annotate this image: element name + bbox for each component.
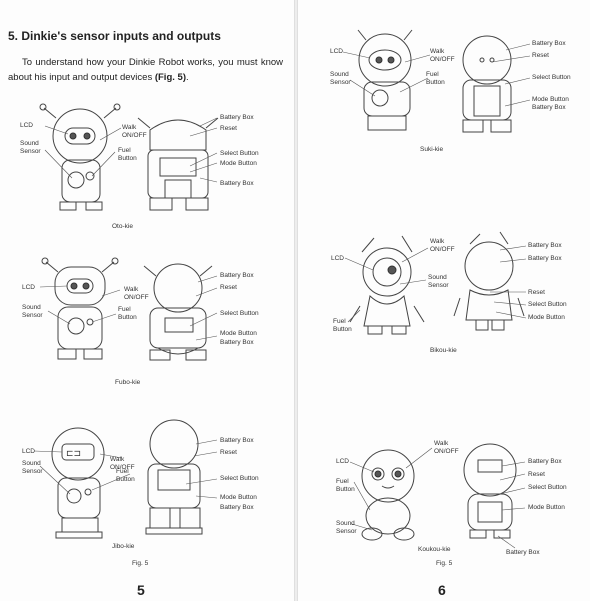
koukou-kie-mode-label: Mode Button xyxy=(528,504,565,511)
suki-kie-reset-label: Reset xyxy=(532,52,549,59)
bikou-kie-walk-label: Walk ON/OFF xyxy=(430,238,455,253)
fubo-kie-reset-label: Reset xyxy=(220,284,237,291)
koukou-kie-name: Koukou-kie xyxy=(418,546,451,553)
suki-kie-mode-label: Mode Button Battery Box xyxy=(532,96,569,111)
fubo-kie-mode-label: Mode Button xyxy=(220,330,257,337)
bikou-kie-fuel-label: Fuel Button xyxy=(333,318,352,333)
bikou-kie-reset-label: Reset xyxy=(528,289,545,296)
jibo-kie-walk-label: Walk ON/OFF xyxy=(110,456,135,471)
suki-kie-fuel-label: Fuel Button xyxy=(426,71,445,86)
oto-kie-select-label: Select Button xyxy=(220,150,259,157)
jibo-kie-select-label: Select Button xyxy=(220,475,259,482)
fubo-kie-walk-label: Walk ON/OFF xyxy=(124,286,149,301)
bikou-kie-battery-box-2-label: Battery Box xyxy=(528,255,562,262)
figure-reference: (Fig. 5) xyxy=(154,72,186,83)
suki-kie-walk-label: Walk ON/OFF xyxy=(430,48,455,63)
fubo-kie-lcd-label: LCD xyxy=(22,284,36,291)
koukou-kie-fuel-label: Fuel Button xyxy=(336,478,355,493)
bikou-kie-battery-box-1-label: Battery Box xyxy=(528,242,562,249)
oto-kie-sound-sensor-label: Sound Sensor xyxy=(20,140,41,155)
jibo-kie-battery-box-top-label: Battery Box xyxy=(220,437,254,444)
koukou-kie-battery-box-top-label: Battery Box xyxy=(528,458,562,465)
koukou-kie-walk-label: Walk ON/OFF xyxy=(434,440,459,455)
bikou-kie-sound-sensor-label: Sound Sensor xyxy=(428,274,449,289)
intro-period: . xyxy=(185,72,189,83)
jibo-kie-fuel-label: Fuel Button xyxy=(116,468,135,483)
fubo-kie-battery-box-bottom-label: Battery Box xyxy=(220,339,254,346)
koukou-kie-battery-box-bottom-label: Battery Box xyxy=(506,549,540,556)
suki-kie-sound-sensor-label: Sound Sensor xyxy=(330,71,351,86)
koukou-kie-sound-sensor-label: Sound Sensor xyxy=(336,520,357,535)
right-figure-caption: Fig. 5 xyxy=(436,560,453,567)
intro-line-2: about his input and output devices xyxy=(8,72,153,83)
oto-kie-battery-box-top-label: Battery Box xyxy=(220,114,254,121)
section-title: 5. Dinkie's sensor inputs and outputs xyxy=(8,29,221,43)
jibo-kie-sound-sensor-label: Sound Sensor xyxy=(22,460,43,475)
left-figure-caption: Fig. 5 xyxy=(132,560,149,567)
oto-kie-mode-label: Mode Button xyxy=(220,160,257,167)
suki-kie-battery-box-label: Battery Box xyxy=(532,40,566,47)
koukou-kie-lcd-label: LCD xyxy=(336,458,350,465)
oto-kie-name: Oto-kie xyxy=(112,223,133,230)
jibo-kie-reset-label: Reset xyxy=(220,449,237,456)
bikou-kie-lcd-label: LCD xyxy=(331,255,345,262)
fubo-kie-select-label: Select Button xyxy=(220,310,259,317)
jibo-kie-lcd-label: LCD xyxy=(22,448,36,455)
fubo-kie-sound-sensor-label: Sound Sensor xyxy=(22,304,43,319)
fubo-kie-battery-box-top-label: Battery Box xyxy=(220,272,254,279)
suki-kie-select-label: Select Button xyxy=(532,74,571,81)
oto-kie-walk-label: Walk ON/OFF xyxy=(122,124,147,139)
right-page xyxy=(296,0,590,601)
oto-kie-battery-box-bottom-label: Battery Box xyxy=(220,180,254,187)
jibo-kie-battery-box-bottom-label: Battery Box xyxy=(220,504,254,511)
right-page-number: 6 xyxy=(438,582,446,598)
suki-kie-lcd-label: LCD xyxy=(330,48,344,55)
oto-kie-reset-label: Reset xyxy=(220,125,237,132)
fubo-kie-fuel-label: Fuel Button xyxy=(118,306,137,321)
intro-line-1: To understand how your Dinkie Robot work… xyxy=(22,57,283,68)
koukou-kie-reset-label: Reset xyxy=(528,471,545,478)
jibo-kie-name: Jibo-kie xyxy=(112,543,135,550)
bikou-kie-name: Bikou-kie xyxy=(430,347,457,354)
book-spine xyxy=(294,0,298,601)
oto-kie-lcd-label: LCD xyxy=(20,122,34,129)
intro-paragraph: To understand how your Dinkie Robot work… xyxy=(8,55,283,85)
bikou-kie-select-label: Select Button xyxy=(528,301,567,308)
jibo-kie-mode-label: Mode Button xyxy=(220,494,257,501)
oto-kie-fuel-label: Fuel Button xyxy=(118,147,137,162)
koukou-kie-select-label: Select Button xyxy=(528,484,567,491)
fubo-kie-name: Fubo-kie xyxy=(115,379,141,386)
bikou-kie-mode-label: Mode Button xyxy=(528,314,565,321)
suki-kie-name: Suki-kie xyxy=(420,146,444,153)
left-page-number: 5 xyxy=(137,582,145,598)
